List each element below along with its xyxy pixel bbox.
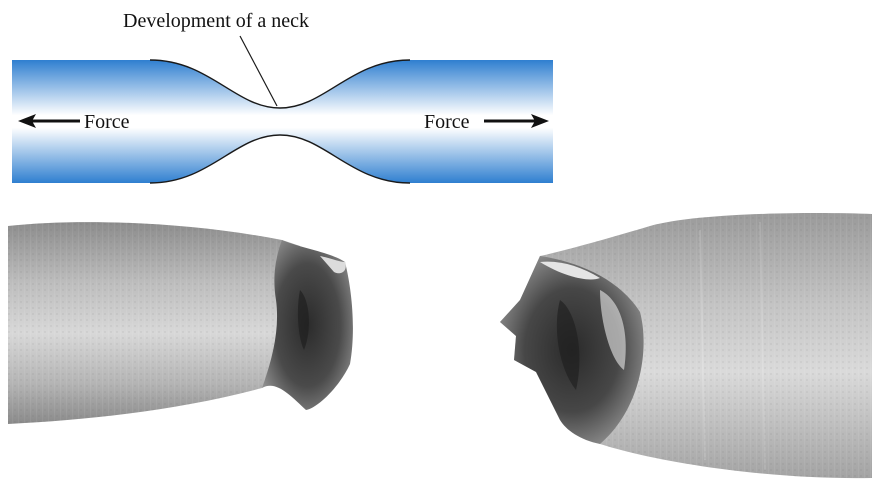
neck-annotation: Development of a neck bbox=[123, 10, 309, 32]
right-force-label: Force bbox=[424, 111, 470, 133]
fracture-photo bbox=[8, 213, 872, 478]
left-specimen-half bbox=[8, 222, 353, 424]
right-specimen-half bbox=[500, 213, 872, 478]
necked-bar-diagram: Development of a neck Force Force bbox=[12, 10, 553, 183]
left-force-label: Force bbox=[84, 111, 130, 133]
annotation-leader-line bbox=[240, 36, 277, 106]
